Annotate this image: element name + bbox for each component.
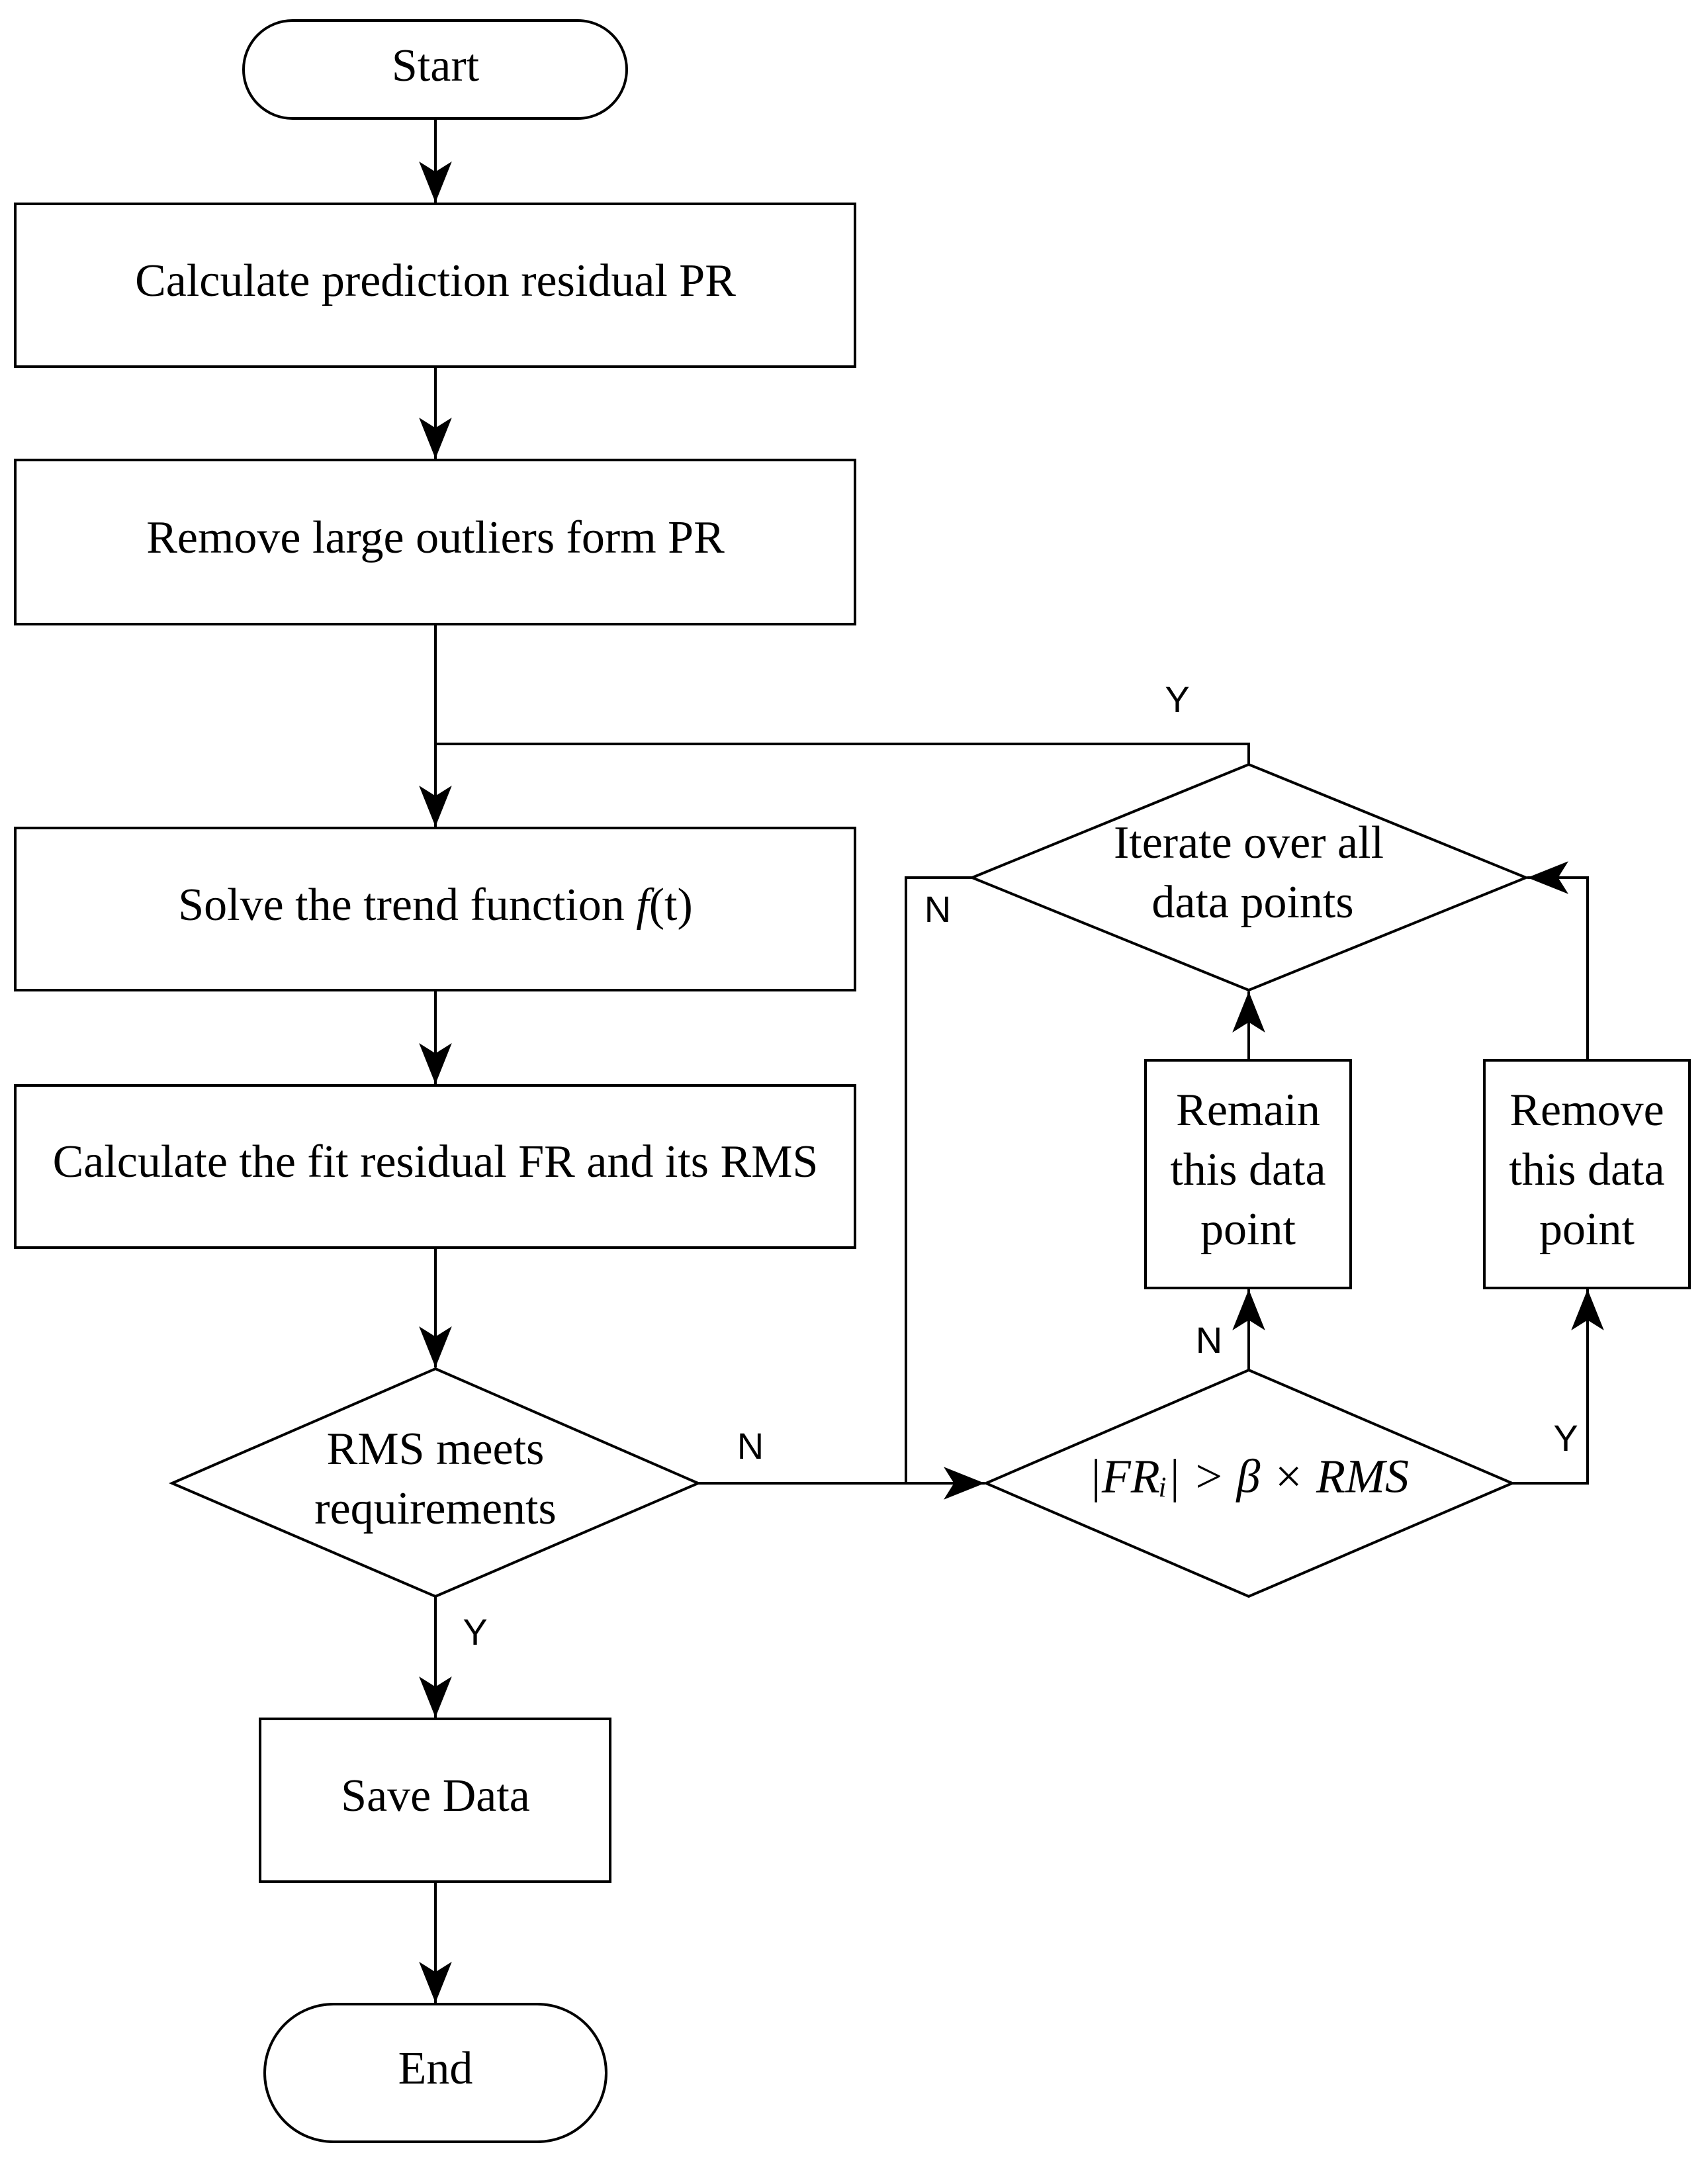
label-iterate-no: N — [924, 888, 951, 930]
edge-iterate-yes-loop — [435, 743, 1250, 764]
edge-iterate-no — [905, 876, 972, 1483]
remove-label-line3: point — [1539, 1204, 1635, 1255]
remove-label-line1: Remove — [1509, 1085, 1664, 1136]
rms-decision: RMS meets requirements — [168, 1367, 702, 1598]
calc-pr-label: Calculate prediction residual PR — [135, 255, 736, 306]
remove-box: Remove this data point — [1483, 1059, 1691, 1289]
edge-remove-to-iterate — [1527, 861, 1589, 1060]
remove-label-line2: this data — [1509, 1144, 1664, 1195]
condition-decision: |FRᵢ| > β × RMS — [982, 1368, 1516, 1598]
remain-label-line3: point — [1200, 1204, 1296, 1255]
end-terminal: End — [263, 2003, 607, 2143]
save-data-box: Save Data — [259, 1718, 611, 1883]
solve-trend-t: (t) — [649, 880, 693, 931]
rms-label-line1: RMS meets — [327, 1424, 545, 1475]
remain-label-line1: Remain — [1176, 1085, 1320, 1136]
label-rms-no: N — [737, 1425, 764, 1467]
remove-outliers-label: Remove large outliers form PR — [146, 512, 725, 563]
remove-outliers-box: Remove large outliers form PR — [14, 459, 856, 625]
label-cond-yes: Y — [1553, 1417, 1578, 1459]
solve-trend-text: Solve the trend function — [178, 880, 636, 931]
edge-cond-yes-to-remove — [1512, 1289, 1604, 1485]
iterate-label-line1: Iterate over all — [1114, 817, 1384, 868]
iterate-decision: Iterate over all data points — [968, 762, 1530, 992]
solve-trend-label: Solve the trend function f(t) — [178, 880, 693, 931]
iterate-label-line2: data points — [1151, 877, 1353, 928]
calc-fr-label: Calculate the fit residual FR and its RM… — [53, 1136, 819, 1187]
label-cond-no: N — [1196, 1319, 1222, 1361]
start-terminal: Start — [242, 19, 628, 120]
end-label: End — [398, 2043, 473, 2094]
calc-pr-box: Calculate prediction residual PR — [14, 203, 856, 368]
solve-trend-box: Solve the trend function f(t) — [14, 827, 856, 991]
rms-label-line2: requirements — [314, 1483, 556, 1534]
label-rms-yes: Y — [463, 1611, 487, 1653]
calc-fr-box: Calculate the fit residual FR and its RM… — [14, 1084, 856, 1249]
remain-label-line2: this data — [1170, 1144, 1326, 1195]
start-label: Start — [392, 40, 480, 91]
connectors — [419, 118, 1604, 2003]
remain-box: Remain this data point — [1144, 1059, 1352, 1289]
condition-label: |FRᵢ| > β × RMS — [1089, 1450, 1409, 1503]
save-label: Save Data — [341, 1770, 530, 1821]
label-iterate-yes: Y — [1165, 678, 1189, 720]
